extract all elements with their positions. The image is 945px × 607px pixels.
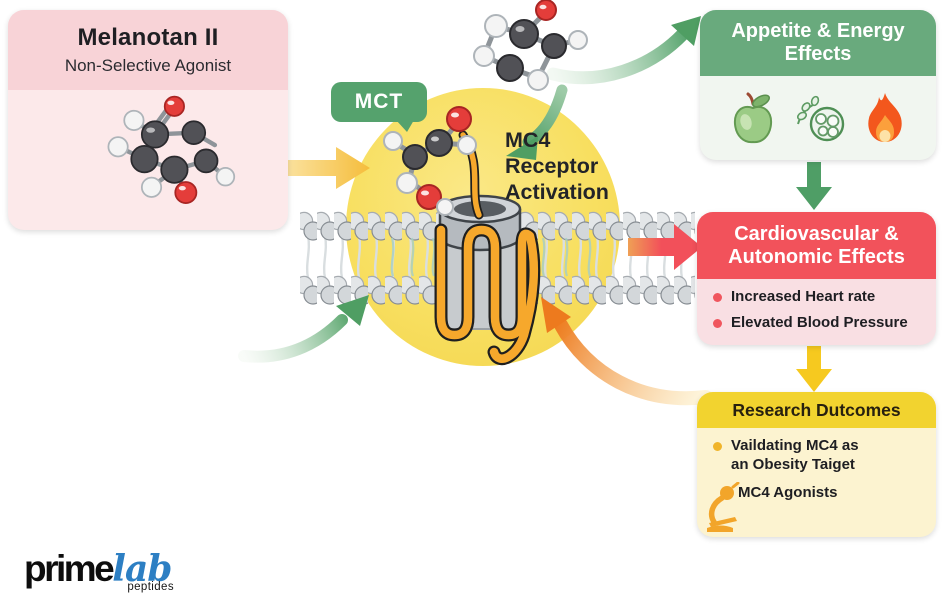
cardio-card-header: Cardiovascular & Autonomic Effects bbox=[697, 212, 936, 279]
cells-icon bbox=[796, 95, 845, 142]
microscope-icon-wrap bbox=[701, 482, 741, 532]
research-item-2: MC4 Agonists bbox=[738, 484, 838, 501]
research-card-header: Research Dutcomes bbox=[697, 392, 936, 428]
mc4-receptor-illustration bbox=[383, 106, 541, 366]
flame-icon bbox=[868, 93, 902, 142]
research-card-body: Vaildating MC4 as an Obesity Taiget MC4 … bbox=[697, 428, 936, 537]
appetite-title: Appetite & Energy Effects bbox=[731, 20, 905, 65]
research-title: Research Dutcomes bbox=[732, 399, 901, 420]
research-card: Research Dutcomes Vaildating MC4 as an O… bbox=[697, 392, 936, 537]
bullet-dot bbox=[713, 318, 722, 328]
bullet-dot bbox=[713, 442, 722, 451]
cardio-bullet-2-text: Elevated Blood Pressure bbox=[731, 313, 908, 331]
arrow-melanotan-to-receptor bbox=[284, 147, 370, 189]
arrow-to-appetite bbox=[546, 16, 701, 85]
apple-icon bbox=[733, 92, 773, 144]
cardio-bullet-1: Increased Heart rate bbox=[713, 288, 926, 307]
free-molecule-icon bbox=[473, 0, 588, 91]
bullet-dot bbox=[713, 293, 722, 302]
cardio-title: Cardiovascular & Autonomic Effects bbox=[728, 222, 905, 268]
melanotan-card-body bbox=[8, 90, 288, 230]
arrow-bottom-left bbox=[238, 295, 369, 363]
appetite-card-header: Appetite & Energy Effects bbox=[700, 10, 936, 76]
appetite-card-body bbox=[700, 76, 936, 160]
cardio-bullet-1-text: Increased Heart rate bbox=[731, 288, 876, 305]
research-bullet-1: Vaildating MC4 as an Obesity Taiget bbox=[713, 437, 928, 475]
mc4-activation-label: MC4 Receptor Activation bbox=[505, 128, 609, 204]
arrow-to-cardio bbox=[628, 224, 702, 270]
melanotan-card-header: Melanotan II Non-Selective Agonist bbox=[8, 10, 288, 90]
logo-tagline: peptides bbox=[127, 581, 174, 593]
arrow-research-to-receptor bbox=[541, 297, 713, 406]
melanotan-title: Melanotan II bbox=[77, 24, 219, 51]
primelab-logo: primelab peptides bbox=[24, 548, 176, 593]
research-bullet-1-text: Vaildating MC4 as an Obesity Taiget bbox=[731, 437, 859, 473]
logo-lab-text: lab bbox=[112, 548, 172, 590]
arrow-into-receptor bbox=[506, 84, 568, 160]
melanotan-subtitle: Non-Selective Agonist bbox=[64, 56, 232, 75]
cardio-card-body: Increased Heart rate Elevated Blood Pres… bbox=[697, 279, 936, 333]
cardio-bullet-2: Elevated Blood Pressure bbox=[713, 314, 926, 333]
cardio-card: Cardiovascular & Autonomic Effects Incre… bbox=[697, 212, 936, 345]
appetite-card: Appetite & Energy Effects bbox=[700, 10, 936, 160]
arrow-appetite-to-cardio bbox=[796, 162, 832, 210]
logo-prime-text: prime bbox=[24, 548, 115, 589]
bound-ligand-molecule bbox=[383, 106, 477, 216]
mct-tag-label: MCT bbox=[354, 90, 404, 113]
mct-tag: MCT bbox=[331, 82, 427, 132]
arrow-cardio-to-research bbox=[796, 346, 832, 392]
molecule-icon bbox=[107, 95, 236, 204]
microscope-icon bbox=[707, 482, 740, 532]
melanotan-card: Melanotan II Non-Selective Agonist bbox=[8, 10, 288, 230]
